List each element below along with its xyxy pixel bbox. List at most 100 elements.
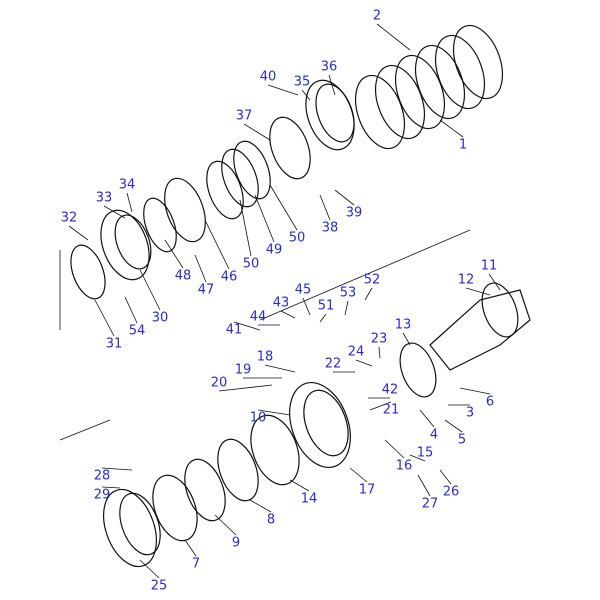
leader-line-38 [319,194,331,221]
leader-line-33 [103,205,126,219]
part-label-14: 14 [300,491,318,507]
leader-line-47 [194,254,207,283]
part-label-42: 42 [381,382,399,398]
leader-line-51 [319,313,327,323]
carrier-10 [250,381,351,486]
part-label-11: 11 [480,258,498,274]
part-label-21: 21 [382,402,400,418]
leader-line-35 [301,89,311,101]
leader-line-20 [218,384,273,392]
part-label-45: 45 [294,282,312,298]
part-label-16: 16 [395,458,413,474]
part-label-50: 50 [242,256,260,272]
part-label-54: 54 [128,323,146,339]
leader-line-5 [444,419,463,433]
rings-middle [143,116,311,253]
part-label-12: 12 [457,272,475,288]
leader-line-13 [402,332,411,346]
leader-line-40 [267,84,299,96]
part-label-19: 19 [234,362,252,378]
part-label-7: 7 [191,556,201,572]
leader-line-12 [465,287,491,296]
leader-line-31 [94,299,115,337]
part-label-20: 20 [210,375,228,391]
part-label-3: 3 [465,405,475,421]
part-label-29: 29 [93,487,111,503]
part-label-13: 13 [394,317,412,333]
leader-line-17 [349,467,368,483]
part-label-2: 2 [372,8,382,24]
leader-line-30 [139,269,161,311]
leader-line-16 [384,439,405,459]
piston-36 [305,79,355,151]
part-label-18: 18 [256,349,274,365]
leader-line-25 [139,559,160,579]
part-label-44: 44 [249,309,267,325]
leader-line-18 [264,364,296,373]
part-label-23: 23 [370,331,388,347]
part-label-53: 53 [339,285,357,301]
leader-line-23 [378,346,381,359]
leader-line-45 [302,297,311,316]
part-label-47: 47 [197,282,215,298]
lower-rings [103,438,259,568]
leader-line-43 [280,310,296,319]
leader-line-34 [126,192,133,213]
housing-shaft [399,282,531,398]
part-label-36: 36 [320,59,338,75]
part-label-41: 41 [225,322,243,338]
leader-line-11 [488,273,501,291]
leader-line-52 [364,287,373,301]
part-label-46: 46 [220,269,238,285]
part-label-10: 10 [249,410,267,426]
leader-line-37 [243,123,271,141]
leader-line-41 [233,321,261,331]
part-label-30: 30 [151,310,169,326]
leader-line-50 [269,184,298,231]
part-label-35: 35 [293,74,311,90]
part-label-40: 40 [259,69,277,85]
leader-line-28 [101,467,133,471]
leader-line-48 [164,239,184,269]
leader-line-26 [439,469,452,485]
leader-line-39 [334,189,355,206]
part-label-50: 50 [288,230,306,246]
leader-line-7 [184,539,197,557]
part-label-48: 48 [174,268,192,284]
leader-line-14 [289,479,310,492]
part-label-39: 39 [345,205,363,221]
leader-line-9 [214,514,237,536]
part-label-51: 51 [317,298,335,314]
part-label-22: 22 [324,356,342,372]
leader-line-36 [328,74,336,96]
leader-line-4 [419,409,435,428]
part-label-24: 24 [347,344,365,360]
part-label-27: 27 [421,496,439,512]
clutch-plates [354,24,504,150]
leader-lines [68,23,501,579]
leader-line-8 [249,499,272,513]
part-label-34: 34 [118,177,136,193]
leader-line-53 [344,300,349,316]
part-label-17: 17 [358,482,376,498]
part-label-52: 52 [363,272,381,288]
leader-line-46 [204,219,230,270]
leader-line-10 [257,409,291,416]
leader-line-49 [254,194,275,243]
leader-line-15 [409,454,426,462]
leader-line-24 [355,359,373,367]
part-label-43: 43 [272,295,290,311]
leader-line-2 [376,23,411,51]
leader-line-6 [459,387,491,395]
part-label-15: 15 [416,445,434,461]
part-label-1: 1 [458,137,468,153]
part-label-49: 49 [265,242,283,258]
leader-line-27 [417,474,431,497]
part-label-37: 37 [235,108,253,124]
leader-line-29 [101,486,121,489]
leader-line-50 [239,199,252,257]
part-label-28: 28 [93,468,111,484]
part-label-25: 25 [150,578,168,594]
